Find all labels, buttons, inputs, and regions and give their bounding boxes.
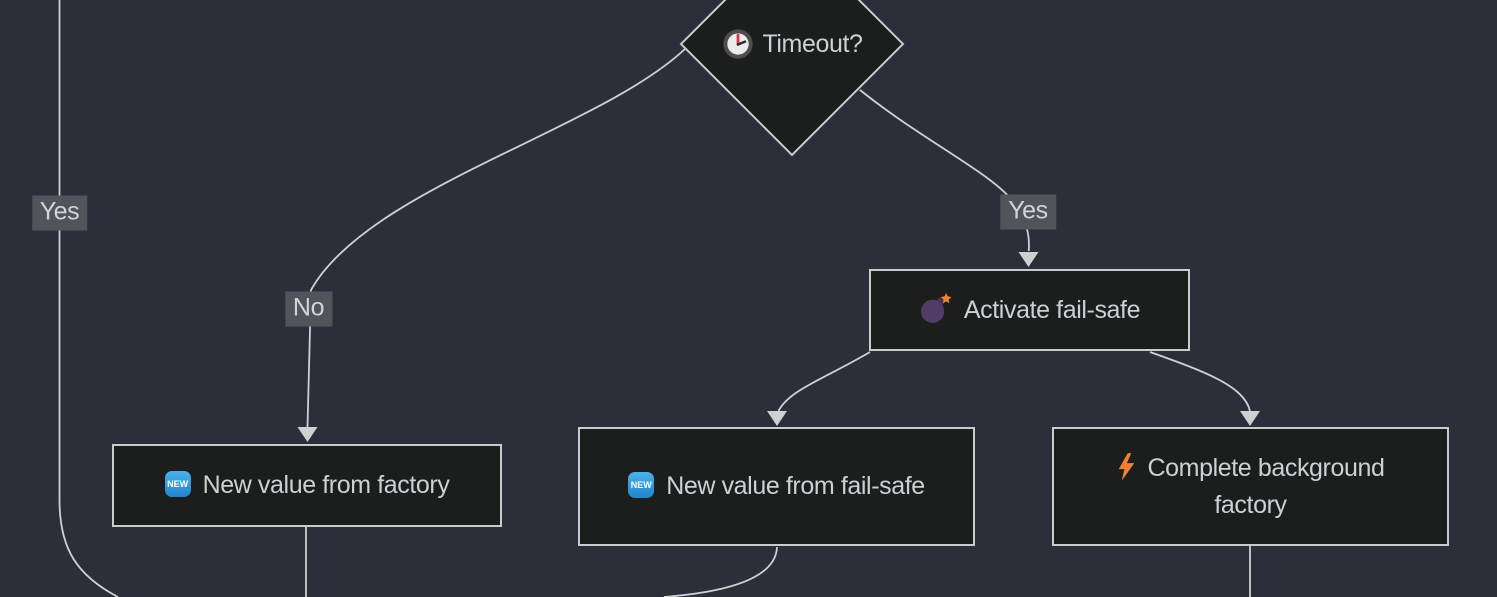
edge-label-yes-left: Yes: [31, 195, 88, 230]
bomb-icon: [920, 293, 952, 324]
node-complete-background-factory-label: Complete background factory: [1147, 453, 1385, 519]
node-new-value-fail-safe-label: New value from fail-safe: [666, 472, 925, 500]
edge-timeout-no-path: [306, 47, 687, 428]
edge-failsafe-to-background-path: [1149, 351, 1251, 412]
new-icon: NEW: [164, 471, 191, 498]
node-timeout: Timeout?: [660, 18, 926, 70]
clock-icon: [723, 29, 754, 59]
node-timeout-label: Timeout?: [762, 29, 863, 58]
edge-label-no: No: [284, 291, 333, 327]
edge-newvalue-failsafe-out-path: [663, 546, 778, 597]
node-new-value-factory: NEW New value from factory: [112, 444, 502, 527]
node-activate-fail-safe: Activate fail-safe: [869, 269, 1190, 351]
node-new-value-factory-label: New value from factory: [202, 471, 450, 499]
arrowhead-into-activate-failsafe: [1018, 252, 1039, 267]
node-activate-fail-safe-label: Activate fail-safe: [963, 295, 1141, 324]
node-new-value-fail-safe: NEW New value from fail-safe: [578, 427, 975, 546]
edge-yes-left-path: [58, 0, 119, 597]
edge-label-yes-right: Yes: [1000, 194, 1056, 229]
arrowhead-into-background-factory: [1240, 411, 1260, 426]
edge-timeout-yes-path: [859, 89, 1030, 252]
node-complete-background-factory: Complete background factory: [1052, 427, 1449, 546]
arrowhead-into-newvalue-failsafe: [767, 411, 787, 426]
bolt-icon: [1118, 453, 1134, 481]
arrowhead-into-factory: [297, 427, 318, 442]
new-icon: NEW: [628, 472, 655, 499]
edge-failsafe-to-newvalue-path: [777, 351, 871, 412]
